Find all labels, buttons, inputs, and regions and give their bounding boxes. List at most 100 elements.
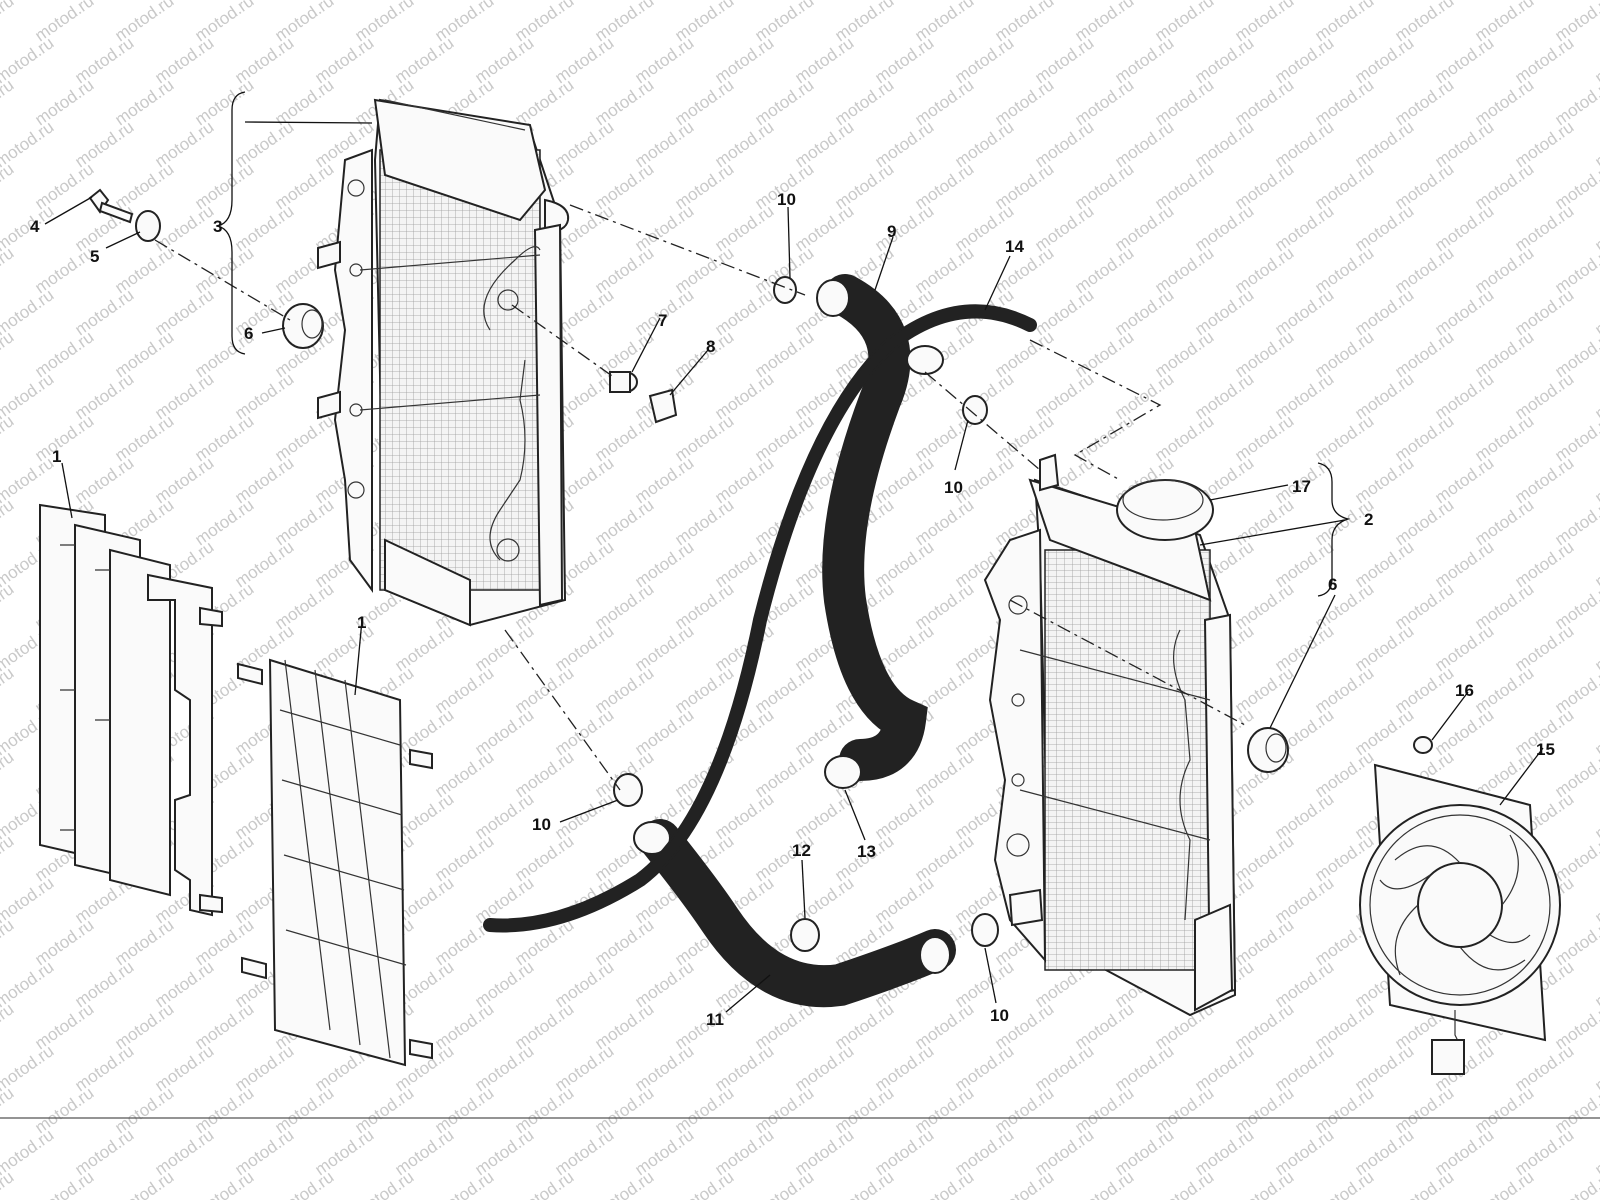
leader-lines [44, 121, 1544, 1013]
watermark-text: motod.ru [1311, 1167, 1377, 1200]
callout-6-grommet-left: 6 [244, 324, 253, 343]
watermark-text: motod.ru [1551, 75, 1600, 129]
watermark-text: motod.ru [1551, 159, 1600, 213]
watermark-text: motod.ru [831, 1167, 897, 1200]
watermark-text: motod.ru [1551, 243, 1600, 297]
callout-14-overflow-tube: 14 [1005, 237, 1024, 256]
watermark-text: motod.ru [1591, 873, 1600, 927]
spacer [609, 371, 638, 393]
watermark-text: motod.ru [1591, 537, 1600, 591]
watermark-text: motod.ru [1591, 201, 1600, 255]
rubber-grommet-right [1247, 727, 1289, 773]
hose-clamps [613, 276, 999, 952]
watermark-text: motod.ru [0, 159, 17, 213]
watermark-text: motod.ru [1591, 621, 1600, 675]
callout-4-bolt: 4 [30, 217, 40, 236]
clip-nut [648, 388, 678, 424]
callout-15-fan: 15 [1536, 740, 1555, 759]
watermark-text: motod.ru [0, 75, 17, 129]
callout-2-right-radiator: 2 [1364, 510, 1373, 529]
watermark-text: motod.ru [1151, 1167, 1217, 1200]
assembly-lines [154, 204, 1246, 791]
watermark-text: motod.ru [351, 1167, 417, 1200]
callout-3-left-radiator: 3 [213, 217, 222, 236]
watermark-text: motod.ru [0, 327, 17, 381]
watermark-text: motod.ru [1591, 957, 1600, 1011]
bolt [88, 188, 134, 224]
watermark-text: motod.ru [431, 1167, 497, 1200]
watermark-text: motod.ru [0, 831, 17, 885]
watermark-text: motod.ru [1551, 495, 1600, 549]
callout-10-clamp-top: 10 [777, 190, 796, 209]
watermark-text: motod.ru [0, 1167, 17, 1200]
watermark-text: motod.ru [0, 663, 17, 717]
assembly-brackets [215, 91, 1351, 597]
watermark-text: motod.ru [1551, 411, 1600, 465]
watermark-text: motod.ru [511, 1167, 577, 1200]
watermark-text: motod.ru [1551, 999, 1600, 1053]
callout-8-clip-nut: 8 [706, 337, 715, 356]
watermark-text: motod.ru [31, 1167, 97, 1200]
watermark-text: motod.ru [0, 495, 17, 549]
callout-6-grommet-right: 6 [1328, 575, 1337, 594]
watermark-text: motod.ru [0, 243, 17, 297]
watermark-text: motod.ru [911, 1167, 977, 1200]
watermark-text: motod.ru [671, 1167, 737, 1200]
watermark-text: motod.ru [191, 1167, 257, 1200]
watermark-text: motod.ru [0, 579, 17, 633]
callout-13-clamp: 13 [857, 842, 876, 861]
watermark-text: motod.ru [1591, 789, 1600, 843]
watermark-text: motod.ru [1391, 1167, 1457, 1200]
watermark-text: motod.ru [1591, 285, 1600, 339]
hose-lower [633, 819, 956, 1008]
watermark-text: motod.ru [1551, 747, 1600, 801]
watermark-text: motod.ru [1591, 33, 1600, 87]
watermark-text: motod.ru [1551, 831, 1600, 885]
cooling-fan-nut [1413, 736, 1433, 754]
left-radiator [317, 98, 570, 627]
hose-upper [816, 274, 944, 781]
watermark-text: motod.ru [271, 1167, 337, 1200]
watermark-text: motod.ru [0, 0, 17, 45]
callout-10-clamp-mid: 10 [944, 478, 963, 497]
watermark-text: motod.ru [1591, 369, 1600, 423]
watermark-text: motod.ru [1471, 1167, 1537, 1200]
watermark-text: motod.ru [1591, 1125, 1600, 1179]
callout-1-louver-left: 1 [52, 447, 61, 466]
louver-panel-left [39, 503, 223, 917]
louver-panel-right [237, 658, 433, 1067]
watermark-text: motod.ru [1231, 1167, 1297, 1200]
watermark-text: motod.ru [0, 915, 17, 969]
watermark-text: motod.ru [0, 411, 17, 465]
radiator-fan [1359, 763, 1561, 1075]
watermark-text: motod.ru [591, 1167, 657, 1200]
watermark-text: motod.ru [1591, 117, 1600, 171]
callout-10-clamp-left: 10 [532, 815, 551, 834]
watermark-text: motod.ru [1591, 1041, 1600, 1095]
watermark-text: motod.ru [0, 747, 17, 801]
watermark-text: motod.ru [111, 1167, 177, 1200]
watermark-text: motod.ru [1551, 327, 1600, 381]
callout-10-clamp-bottom: 10 [990, 1006, 1009, 1025]
watermark-text: motod.ru [0, 1083, 17, 1137]
watermark-text: motod.ru [1071, 1167, 1137, 1200]
overflow-tube [483, 304, 1037, 933]
callout-5-washer: 5 [90, 247, 99, 266]
watermark-text: motod.ru [751, 1167, 817, 1200]
callout-1-louver-right: 1 [357, 613, 366, 632]
watermark-text: motod.ru [1551, 579, 1600, 633]
watermark-text: motod.ru [1551, 1083, 1600, 1137]
right-radiator [983, 453, 1237, 1017]
callout-16-nut: 16 [1455, 681, 1474, 700]
watermark-text: motod.ru [1551, 663, 1600, 717]
callout-11-lower-hose: 11 [706, 1010, 724, 1029]
watermark-text: motod.ru [1591, 453, 1600, 507]
watermark-text: motod.ru [1591, 705, 1600, 759]
watermark-text: motod.ru [991, 1167, 1057, 1200]
callout-7-spacer: 7 [658, 311, 667, 330]
callout-12-clamp: 12 [792, 841, 811, 860]
washer [135, 210, 161, 242]
callout-17-cap: 17 [1292, 477, 1311, 496]
